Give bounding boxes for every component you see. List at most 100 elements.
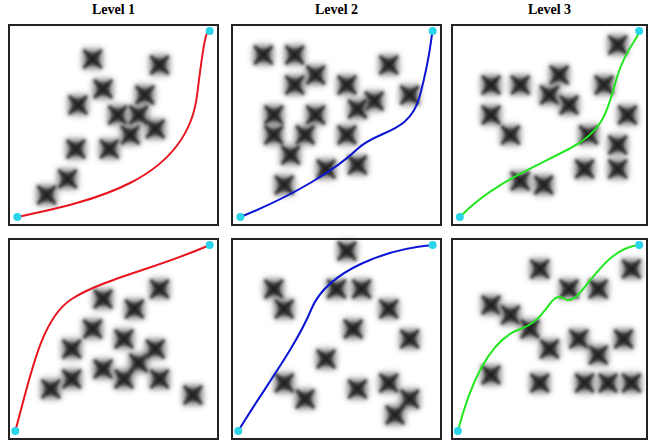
obstacle [337,125,357,145]
obstacle [93,359,113,379]
obstacle-cross [386,406,404,424]
obstacle-cross [94,360,112,378]
obstacle-cross [94,290,112,308]
obstacle-blur [400,329,420,349]
obstacle-cross [317,350,335,368]
obstacle [540,339,560,359]
obstacle-blur [253,45,273,65]
obstacle-cross [282,146,300,164]
obstacle-cross [502,126,520,144]
obstacle [83,49,103,69]
obstacle-cross [589,346,607,364]
obstacle-cross [275,374,293,392]
planned-path [238,245,432,431]
obstacle [385,405,405,425]
obstacle-cross [59,170,77,188]
obstacle [295,125,315,145]
obstacle-blur [114,329,134,349]
obstacle-blur [608,135,628,155]
obstacle-cross [348,100,366,118]
obstacle-blur [575,373,595,393]
obstacle-blur [124,299,144,319]
obstacle [114,329,134,349]
obstacle [183,385,203,405]
obstacle-blur [285,45,305,65]
obstacle-cross [550,66,568,84]
obstacle [306,65,326,85]
goal-point [635,27,643,35]
obstacle-cross [275,300,293,318]
obstacle [285,45,305,65]
obstacle-cross [307,106,325,124]
obstacle [569,329,589,349]
obstacle-cross [265,280,283,298]
obstacle-blur [608,159,628,179]
obstacle-blur [327,279,347,299]
planning-panel [452,239,647,439]
obstacle [316,349,336,369]
obstacle-cross [115,370,133,388]
obstacle-blur [337,125,357,145]
obstacle-cross [576,160,594,178]
obstacle-cross [401,330,419,348]
obstacle-blur [129,105,149,125]
obstacle-cross [146,120,164,138]
obstacle-blur [347,379,367,399]
obstacle [337,75,357,95]
obstacle-cross [338,126,356,144]
obstacle-blur [530,259,550,279]
obstacle [347,379,367,399]
start-point [456,213,464,221]
obstacle-cross [380,374,398,392]
path-group [15,245,209,431]
obstacle-cross [531,260,549,278]
obstacle [274,373,294,393]
panel-ground [452,25,647,225]
column-title: Level 1 [92,2,135,18]
obstacle-cross [146,340,164,358]
goal-point [429,27,437,35]
obstacle-cross [67,140,85,158]
obstacle-cross [595,76,613,94]
obstacle [614,329,634,349]
obstacle-blur [481,365,501,385]
obstacle-cross [482,296,500,314]
obstacle-cross [100,140,118,158]
obstacle-cross [541,86,559,104]
obstacle [379,299,399,319]
obstacle-cross [136,86,154,104]
obstacle-cross [286,46,304,64]
obstacle-cross [38,186,56,204]
obstacle-cross [286,76,304,94]
obstacle [108,105,128,125]
planned-path [458,245,639,431]
obstacle-cross [150,370,168,388]
obstacle [501,305,521,325]
obstacle-blur [347,155,367,175]
panel-ground [9,25,218,225]
obstacle-cross [69,96,87,114]
obstacle-cross [63,370,81,388]
obstacle-cross [265,106,283,124]
obstacle-cross [599,374,617,392]
obstacle-cross [338,242,356,260]
obstacle-blur [575,159,595,179]
obstacle [149,279,169,299]
obstacle-blur [83,319,103,339]
obstacle-blur [41,379,61,399]
planned-path [460,31,639,217]
obstacle [264,279,284,299]
obstacle-cross [589,280,607,298]
obstacle-blur [183,385,203,405]
goal-point [206,241,214,249]
obstacle-blur [135,85,155,105]
obstacle-cross [622,260,640,278]
obstacle-blur [481,105,501,125]
path-group [460,31,639,217]
obstacle-cross [130,106,148,124]
obstacle-cross [511,76,529,94]
obstacle-cross [84,50,102,68]
obstacle-cross [115,330,133,348]
panel-ground [232,239,441,439]
